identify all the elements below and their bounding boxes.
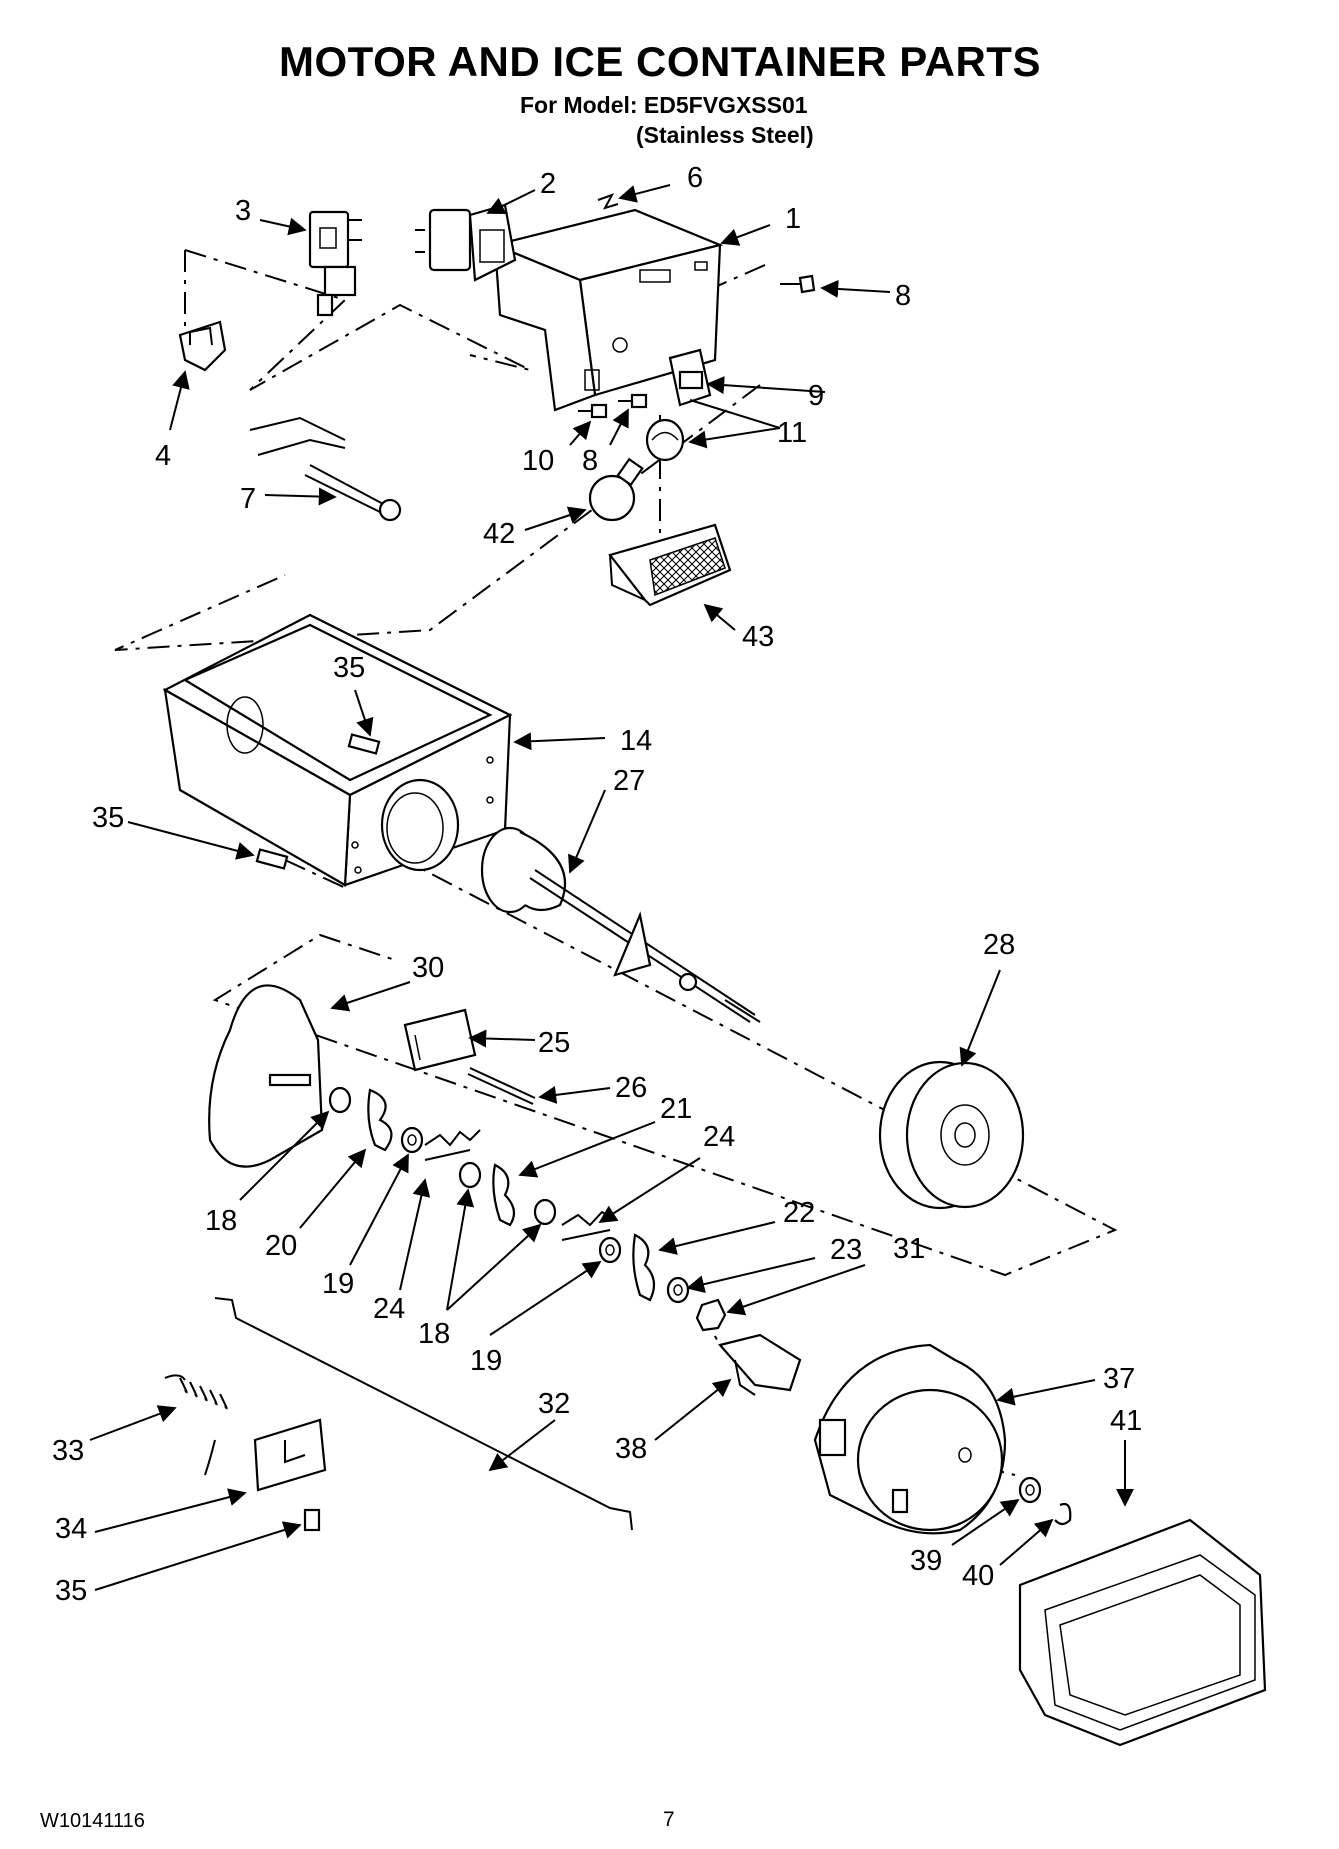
clip-part-40 bbox=[1054, 1502, 1072, 1526]
socket-bracket-part bbox=[668, 348, 712, 407]
callout-35-a: 35 bbox=[333, 652, 365, 684]
callout-20: 20 bbox=[265, 1230, 297, 1262]
screw-part-35a bbox=[347, 733, 381, 755]
washer-part-19a bbox=[400, 1126, 424, 1154]
screw-part-35c bbox=[303, 1508, 321, 1532]
callout-24-lower: 24 bbox=[373, 1293, 405, 1325]
callout-28: 28 bbox=[983, 929, 1015, 961]
callout-9: 9 bbox=[808, 380, 824, 412]
callout-22: 22 bbox=[783, 1197, 815, 1229]
callout-18-right: 18 bbox=[418, 1318, 450, 1350]
callout-31: 31 bbox=[893, 1233, 925, 1265]
callout-39: 39 bbox=[910, 1545, 942, 1577]
screw-part-upper bbox=[780, 274, 816, 294]
washer-part-23 bbox=[666, 1276, 690, 1304]
motor-part bbox=[813, 1343, 1007, 1535]
callout-19-left: 19 bbox=[322, 1268, 354, 1300]
plate-part bbox=[208, 984, 324, 1168]
callout-34: 34 bbox=[55, 1513, 87, 1545]
lamp-cover-part bbox=[608, 523, 732, 607]
blade-part-24b bbox=[561, 1210, 616, 1241]
callout-26: 26 bbox=[615, 1072, 647, 1104]
auger-shaft-part bbox=[480, 826, 761, 1023]
callout-1: 1 bbox=[785, 203, 801, 235]
clamp-part bbox=[253, 1418, 327, 1492]
callout-30: 30 bbox=[412, 952, 444, 984]
nut-part-31 bbox=[695, 1298, 727, 1332]
callout-42: 42 bbox=[483, 518, 515, 550]
blade-part-22 bbox=[632, 1233, 656, 1302]
callout-35-c: 35 bbox=[55, 1575, 87, 1607]
screws-lower bbox=[578, 393, 648, 419]
bracket-part-38 bbox=[717, 1333, 802, 1396]
callout-24-upper: 24 bbox=[703, 1121, 735, 1153]
document-code: W10141116 bbox=[40, 1810, 145, 1832]
pin-part bbox=[467, 1067, 536, 1105]
screw-part-35b bbox=[255, 848, 289, 870]
wire-harness-part bbox=[249, 416, 402, 522]
page-number: 7 bbox=[663, 1808, 675, 1831]
spacer-part-18c bbox=[533, 1198, 557, 1226]
washer-part-39 bbox=[1018, 1476, 1042, 1504]
leader-arrows bbox=[89, 184, 1134, 1591]
bracket-part bbox=[178, 320, 227, 372]
callout-40: 40 bbox=[962, 1560, 994, 1592]
light-bulb-part bbox=[588, 457, 644, 522]
drum-part bbox=[878, 1060, 1025, 1210]
ice-container-housing-part bbox=[162, 613, 513, 887]
callout-38: 38 bbox=[615, 1433, 647, 1465]
callout-7: 7 bbox=[240, 483, 256, 515]
callout-35-b: 35 bbox=[92, 802, 124, 834]
callout-8-lower: 8 bbox=[582, 445, 598, 477]
spacer-part-18a bbox=[328, 1086, 352, 1114]
washer-part-19b bbox=[598, 1236, 622, 1264]
callout-3: 3 bbox=[235, 195, 251, 227]
callout-labels: 1 2 3 4 6 7 8 8 9 10 11 42 43 35 14 27 3… bbox=[52, 162, 1142, 1607]
model-line: For Model: ED5FVGXSS01 bbox=[520, 92, 808, 118]
blade-part-21 bbox=[492, 1163, 516, 1227]
blade-part-24a bbox=[424, 1129, 481, 1161]
rod-part bbox=[214, 1297, 633, 1531]
callout-23: 23 bbox=[830, 1234, 862, 1266]
callout-43: 43 bbox=[742, 621, 774, 653]
blade-part-20 bbox=[367, 1088, 393, 1152]
callout-14: 14 bbox=[620, 725, 652, 757]
clip-part bbox=[597, 193, 619, 210]
callout-33: 33 bbox=[52, 1435, 84, 1467]
page-title: MOTOR AND ICE CONTAINER PARTS bbox=[279, 38, 1041, 85]
blade-assembly-part bbox=[403, 1008, 477, 1072]
callout-32: 32 bbox=[538, 1388, 570, 1420]
callout-4: 4 bbox=[155, 440, 171, 472]
callout-19-right: 19 bbox=[470, 1345, 502, 1377]
callout-27: 27 bbox=[613, 765, 645, 797]
callout-6: 6 bbox=[687, 162, 703, 194]
spring-part bbox=[164, 1374, 228, 1476]
callout-2: 2 bbox=[540, 168, 556, 200]
callout-8-upper: 8 bbox=[895, 280, 911, 312]
callout-11: 11 bbox=[777, 417, 807, 449]
callout-18-left: 18 bbox=[205, 1205, 237, 1237]
finish-line: (Stainless Steel) bbox=[636, 122, 814, 148]
spacer-part-18b bbox=[458, 1161, 482, 1189]
callout-41: 41 bbox=[1110, 1405, 1142, 1437]
motor-cover-part bbox=[1018, 1518, 1267, 1747]
callout-21: 21 bbox=[660, 1093, 692, 1125]
solenoid-part bbox=[308, 210, 362, 317]
lamp-socket-part bbox=[645, 418, 685, 462]
callout-25: 25 bbox=[538, 1027, 570, 1059]
switch-part bbox=[415, 203, 517, 282]
callout-10: 10 bbox=[522, 445, 554, 477]
callout-37: 37 bbox=[1103, 1363, 1135, 1395]
